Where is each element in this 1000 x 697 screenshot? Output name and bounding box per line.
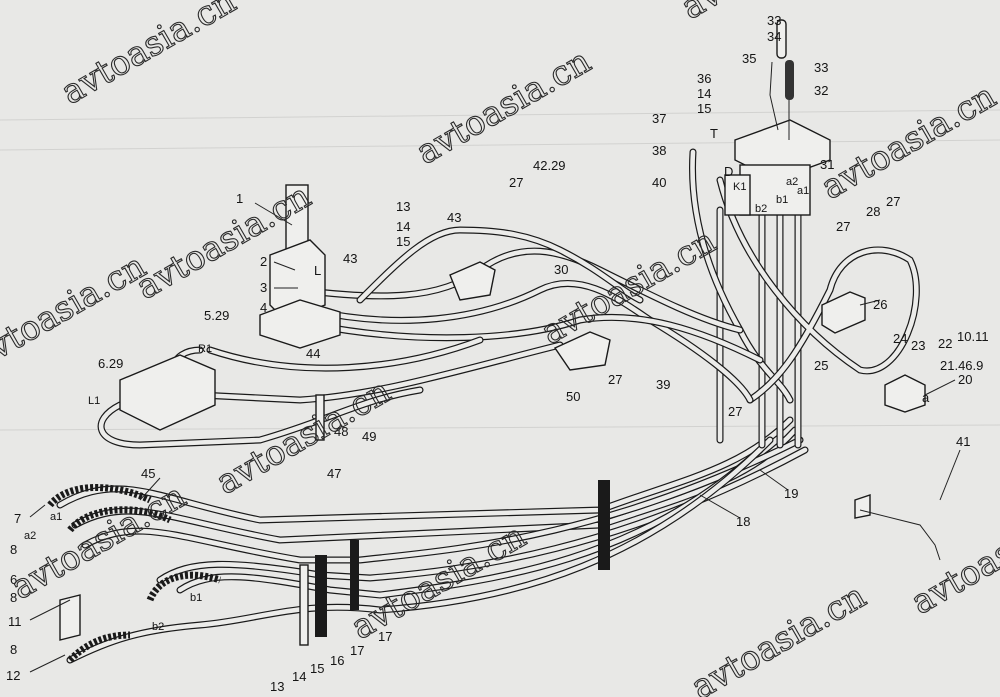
callout: a [922,390,930,405]
callout: 22 [938,336,952,351]
callout: D [724,164,733,179]
callout: 12 [6,668,20,683]
callout: 45 [141,466,155,481]
callout: 39 [656,377,670,392]
callout: 3 [260,280,267,295]
callout: 14 [292,669,306,684]
callout: 38 [652,143,666,158]
background-grid [0,109,1000,431]
callout: 17 [378,629,392,644]
callout: a1 [797,185,809,197]
callout: 11 [8,614,22,629]
callout: 15 [310,661,324,676]
callout: 1 [236,191,243,206]
callout: 35 [742,51,756,66]
callout: 10.11 [957,329,989,344]
callout: 48 [334,424,348,439]
callout: 43 [343,251,357,266]
callout: 5.29 [204,308,229,323]
watermark: avtoasia.cn [905,491,1000,623]
callout-labels: 33 34 35 33 32 36 14 15 37 T 38 31 40 D … [6,13,989,694]
callout: 33 [767,13,781,28]
callout: 7 [14,511,21,526]
callout: 19 [784,486,798,501]
callout: 15 [697,101,711,116]
callout: 31 [820,157,834,172]
callout: 27 [608,372,622,387]
callout: a1 [50,511,62,523]
callout: 13 [270,679,284,694]
callout: 50 [566,389,580,404]
callout: 47 [327,466,341,481]
callout: 49 [362,429,376,444]
callout: 4 [260,300,267,315]
leader-lines [29,202,961,673]
callout: 6.29 [98,356,123,371]
callout: 32 [814,83,828,98]
callout: T [710,126,718,141]
callout: 13 [396,199,410,214]
callout: 8 [10,590,17,605]
callout: 6 [10,572,17,587]
callout: K1 [733,181,746,193]
watermark: avtoasia.cn [685,576,873,697]
callout: 18 [736,514,750,529]
components [59,19,941,641]
callout: 14 [697,86,711,101]
callout: 27 [509,175,523,190]
callout: b1 [190,592,202,604]
callout: 15 [396,234,410,249]
callout: 42.29 [533,158,566,173]
callout: 16 [330,653,344,668]
callout: b2 [755,203,767,215]
callout: 27 [728,404,742,419]
watermark: avtoasia.cn [410,41,598,173]
callout: 25 [814,358,828,373]
callout: 33 [814,60,828,75]
callout: L1 [88,395,100,407]
callout: 30 [554,262,568,277]
callout: 27 [836,219,850,234]
callout: 44 [306,346,320,361]
callout: 20 [958,372,972,387]
callout: 37 [652,111,666,126]
callout: 36 [697,71,711,86]
callout: 21.46.9 [940,358,983,373]
callout: 8 [10,542,17,557]
watermark: avtoasia.cn [55,0,243,113]
callout: 34 [767,29,781,44]
callout: 17 [350,643,364,658]
callout: b2 [152,621,164,633]
callout: 14 [396,219,410,234]
callout: 8 [10,642,17,657]
callout: 28 [866,204,880,219]
callout: R1 [198,343,212,355]
callout: 43 [447,210,461,225]
callout: L [314,263,321,278]
pipe-bundle [47,148,920,664]
callout: 23 [911,338,925,353]
callout: a2 [24,530,36,542]
callout: a2 [786,176,798,188]
watermark: avtoasia.cn [0,246,153,378]
callout: 26 [873,297,887,312]
callout: 27 [886,194,900,209]
clamps [299,394,610,646]
callout: 2 [260,254,267,269]
callout: 24 [893,331,907,346]
callout: 40 [652,175,666,190]
callout: 41 [956,434,970,449]
callout: b1 [776,194,788,206]
